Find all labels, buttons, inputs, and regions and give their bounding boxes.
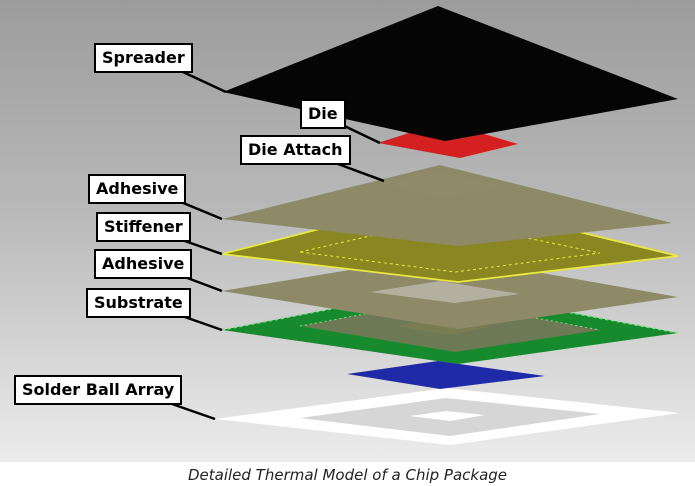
leader-solder-ball-array [171,402,216,421]
substrate-inner-edge [299,299,601,331]
solder-ball-array-layer [215,388,680,445]
label-stiffener: Stiffener [96,212,191,242]
spreader [223,6,678,141]
label-spreader: Spreader [94,43,193,73]
adhesive-bottom-layer [222,255,678,329]
leader-die-attach [337,162,385,183]
solder-frame-core [410,411,485,421]
stiffener-inner-edge [299,219,601,273]
spreader-layer [223,6,678,141]
label-die-attach: Die Attach [240,135,351,165]
figure-caption: Detailed Thermal Model of a Chip Package [187,466,508,484]
label-adhesive-top: Adhesive [88,174,187,204]
label-die: Die [300,99,346,129]
leader-substrate [181,314,223,332]
die-attach [380,172,505,198]
adhesive-top [222,165,672,246]
label-substrate: Substrate [86,288,191,318]
adhesive-bottom-hole [370,281,520,303]
adhesive-top-layer [222,165,672,246]
label-adhesive-bottom: Adhesive [94,249,193,279]
label-solder-ball-array: Solder Ball Array [14,375,183,405]
leader-spreader [182,70,227,94]
leader-stiffener [181,238,223,256]
die-attach-layer [380,172,505,198]
bottom-die [347,361,545,389]
diagram-canvas: Spreader Die Die Attach Adhesive Stiffen… [0,0,695,462]
bottom-die-layer [347,361,545,389]
